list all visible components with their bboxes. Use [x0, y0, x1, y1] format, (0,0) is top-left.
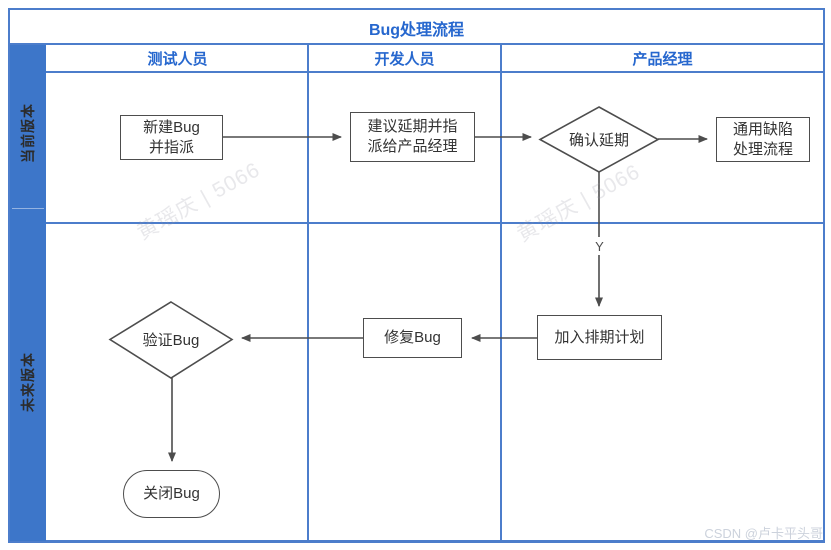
column-header-product-manager: 产品经理 [632, 50, 693, 68]
lane-separator-line [46, 222, 823, 224]
node-join-schedule: 加入排期计划 [537, 315, 662, 360]
diagram-frame [8, 8, 825, 543]
diagram-title: Bug处理流程 [368, 21, 465, 39]
column-divider-1 [307, 45, 309, 541]
lane-bar [10, 45, 46, 541]
lane-bar-divider [12, 208, 44, 209]
node-new-bug: 新建Bug 并指派 [120, 115, 223, 160]
lane-label-current-version: 当前版本 [20, 103, 36, 163]
column-divider-2 [500, 45, 502, 541]
title-separator-line [10, 43, 823, 45]
column-header-tester: 测试人员 [147, 50, 208, 68]
watermark-csdn: CSDN @卢卡平头哥 [704, 526, 823, 541]
decision-confirm-delay-label: 确认延期 [568, 132, 629, 149]
node-fix-bug: 修复Bug [363, 318, 462, 358]
edge-label-yes: Y [591, 237, 608, 255]
node-general-defect-process: 通用缺陷 处理流程 [716, 117, 810, 162]
node-suggest-delay: 建议延期并指 派给产品经理 [350, 112, 475, 162]
lane-label-future-version: 未来版本 [20, 352, 36, 412]
column-header-developer: 开发人员 [374, 50, 435, 68]
decision-verify-bug-label: 验证Bug [142, 332, 200, 349]
header-separator-line [46, 71, 823, 73]
node-close-bug: 关闭Bug [123, 470, 220, 518]
